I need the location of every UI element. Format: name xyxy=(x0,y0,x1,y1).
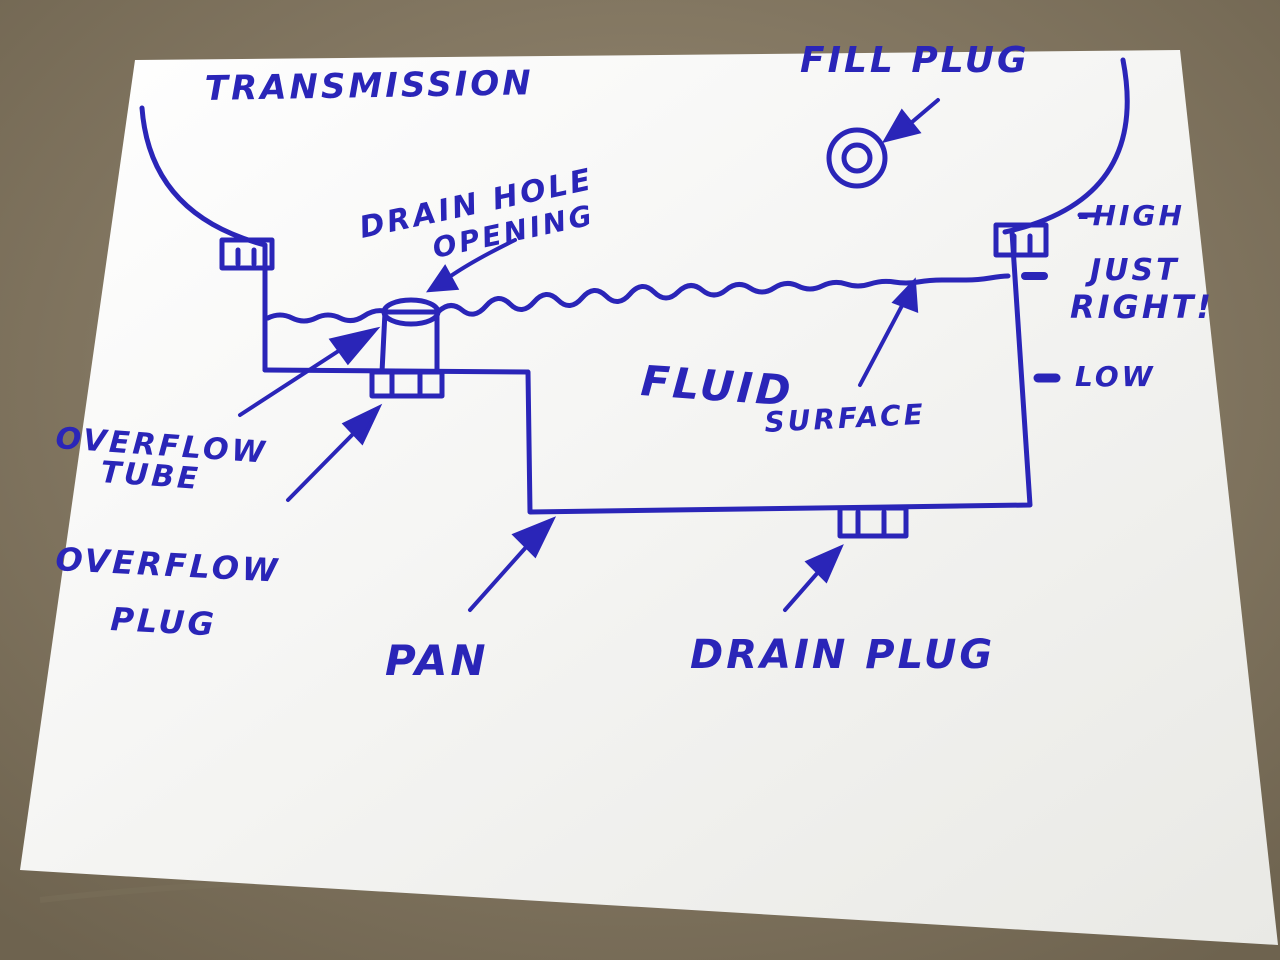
fill-plug xyxy=(826,127,888,189)
transmission-label: TRANSMISSION xyxy=(204,63,534,109)
low-level-label: LOW xyxy=(1075,360,1156,393)
fluid-label: FLUID xyxy=(639,356,795,416)
labels: TRANSMISSION FILL PLUG DRAIN HOLE OPENIN… xyxy=(54,40,1214,685)
fluid-surface-line xyxy=(265,273,1011,324)
ink-drawing xyxy=(139,57,1130,539)
pan-label: PAN xyxy=(385,636,489,685)
overflow-plug xyxy=(369,369,445,399)
high-level-label: -HIGH xyxy=(1078,199,1185,232)
drain-hole-opening xyxy=(381,297,441,327)
overflow-tube-arrow xyxy=(238,348,342,417)
drain-plug xyxy=(837,505,909,539)
drain-plug-label: DRAIN PLUG xyxy=(690,632,995,678)
arrows xyxy=(238,98,940,612)
fluid-surface-arrow xyxy=(858,298,907,387)
fluid-surface-arrow-head xyxy=(891,277,919,313)
fill-plug-label: FILL PLUG xyxy=(800,40,1030,81)
fill-plug-arrow-head xyxy=(881,108,922,144)
overflow-plug-arrow xyxy=(286,430,357,502)
just-right-label-line2: RIGHT! xyxy=(1070,288,1214,326)
bolt-flange-left xyxy=(219,237,275,271)
overflow-tube-label-line2: TUBE xyxy=(99,455,201,497)
overflow-tube-arrow-head xyxy=(328,326,381,366)
pan-arrow xyxy=(468,543,530,612)
overflow-plug-arrow-head xyxy=(341,403,383,446)
overflow-plug-label-line2: PLUG xyxy=(110,600,218,644)
just-right-label-line1: JUST xyxy=(1085,253,1180,288)
fill-plug-inner xyxy=(841,142,873,174)
bolt-flange-right xyxy=(993,222,1049,258)
drain-hole-arrow-head xyxy=(426,264,460,293)
drain-plug-arrow xyxy=(783,568,822,612)
paper-sheet xyxy=(20,50,1278,945)
transmission-housing-right xyxy=(1002,57,1130,235)
pan-arrow-head xyxy=(511,516,557,559)
drain-plug-arrow-head xyxy=(804,544,844,584)
